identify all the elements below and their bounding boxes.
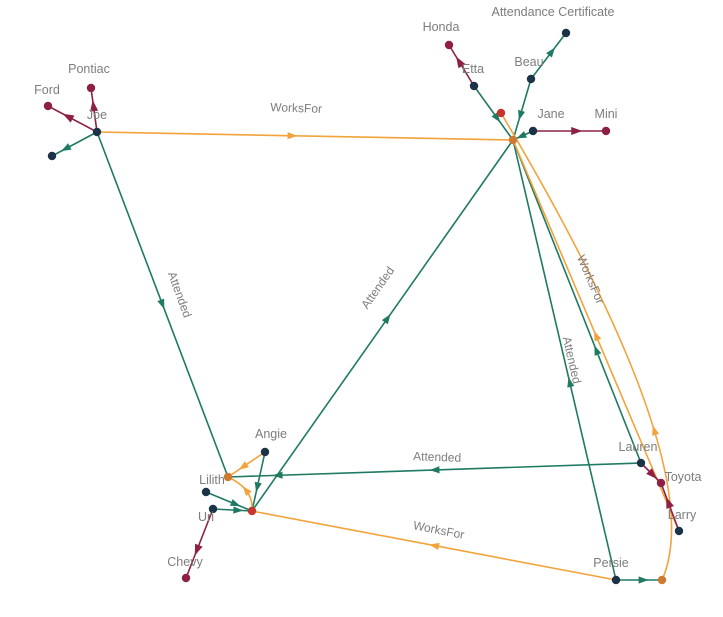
node-larry[interactable] [674, 526, 684, 536]
edge-label-worksfor: WorksFor [412, 518, 466, 542]
node-toyota[interactable] [656, 478, 666, 488]
node-label-larry: Larry [668, 508, 697, 522]
edge-arrowhead [233, 506, 244, 514]
edge-event_bottom-org_top[interactable] [251, 139, 514, 512]
edge-arrowhead [61, 143, 72, 152]
edge-lilith-event_bottom[interactable] [205, 491, 253, 512]
edge-angie-event_bottom[interactable] [251, 451, 266, 512]
edge-arrowhead [652, 425, 660, 436]
edge-arrowhead [90, 100, 99, 112]
edges-layer [47, 32, 680, 584]
node-label-lauren: Lauren [619, 440, 658, 454]
node-event_top[interactable] [496, 108, 506, 118]
edge-label-attended: Attended [165, 270, 195, 320]
edge-arrowhead [242, 485, 252, 496]
node-honda[interactable] [444, 40, 454, 50]
edge-arrowhead [666, 496, 674, 509]
edge-label-worksfor: WorksFor [574, 253, 607, 306]
edge-beau-org_top[interactable] [512, 78, 532, 141]
edge-arrowhead [429, 542, 440, 550]
edge-arrowhead [594, 345, 602, 356]
edge-uri-chevy[interactable] [185, 508, 214, 579]
node-attendance_certificate[interactable] [561, 28, 571, 38]
node-label-pontiac: Pontiac [68, 62, 110, 76]
edge-arrowhead [194, 543, 203, 556]
node-label-persie: Persie [593, 556, 628, 570]
node-uri[interactable] [208, 504, 218, 514]
edge-joe-left_event[interactable] [51, 131, 98, 157]
edge-joe-org_top[interactable] [96, 131, 514, 141]
edge-beau-attendance_certificate[interactable] [530, 32, 567, 80]
edge-arrowhead [638, 576, 649, 584]
node-ford[interactable] [43, 101, 53, 111]
edge-label-attended: Attended [560, 335, 584, 385]
node-event_bottom[interactable] [247, 506, 257, 516]
node-angie[interactable] [260, 447, 270, 457]
node-jane[interactable] [528, 126, 538, 136]
edge-arrowhead [272, 471, 283, 479]
edge-arrowhead [567, 377, 575, 388]
edge-arrowhead [518, 109, 526, 121]
edge-arrowhead [381, 314, 391, 325]
edge-arrowhead [546, 47, 556, 58]
edge-org_br-event_top[interactable] [500, 112, 673, 581]
edge-uri-event_bottom[interactable] [212, 508, 253, 512]
node-org_top[interactable] [508, 135, 518, 145]
node-label-attendance_certificate: Attendance Certificate [492, 5, 615, 19]
edge-arrowhead [456, 56, 466, 69]
node-label-uri: Uri [198, 510, 214, 524]
node-left_event[interactable] [47, 151, 57, 161]
node-chevy[interactable] [181, 573, 191, 583]
node-label-honda: Honda [423, 20, 460, 34]
edge-arrowhead [287, 132, 298, 140]
edge-arrowhead [254, 481, 262, 493]
node-label-mini: Mini [595, 107, 618, 121]
edge-etta-org_top[interactable] [473, 85, 514, 141]
node-label-jane: Jane [537, 107, 564, 121]
node-label-lilith: Lilith [199, 473, 225, 487]
node-org_br[interactable] [657, 575, 667, 585]
node-label-ford: Ford [34, 83, 60, 97]
node-lilith[interactable] [201, 487, 211, 497]
node-label-chevy: Chevy [167, 555, 203, 569]
edge-label-attended: Attended [358, 264, 397, 311]
edge-arrowhead [571, 126, 583, 136]
node-label-beau: Beau [514, 55, 543, 69]
edge-lauren-org_top[interactable] [512, 139, 642, 464]
edge-arrowhead [646, 468, 657, 479]
node-label-joe: Joe [87, 108, 107, 122]
edge-arrowhead [157, 298, 165, 310]
edge-label-worksfor: WorksFor [270, 100, 322, 116]
node-label-angie: Angie [255, 427, 287, 441]
node-mini[interactable] [601, 126, 611, 136]
node-org_bottom[interactable] [223, 472, 233, 482]
node-etta[interactable] [469, 81, 479, 91]
edge-arrowhead [62, 113, 75, 123]
node-persie[interactable] [611, 575, 621, 585]
node-label-etta: Etta [462, 62, 484, 76]
edge-arrowhead [229, 499, 241, 507]
edge-arrowhead [429, 466, 440, 474]
node-pontiac[interactable] [86, 83, 96, 93]
node-beau[interactable] [526, 74, 536, 84]
node-label-toyota: Toyota [665, 470, 702, 484]
edge-arrowhead [238, 461, 249, 470]
node-lauren[interactable] [636, 458, 646, 468]
edge-label-attended: Attended [413, 449, 462, 465]
node-joe[interactable] [92, 127, 102, 137]
edge-arrowhead [516, 131, 528, 139]
edge-persie-org_top[interactable] [512, 139, 617, 581]
edge-arrowhead [594, 330, 602, 342]
